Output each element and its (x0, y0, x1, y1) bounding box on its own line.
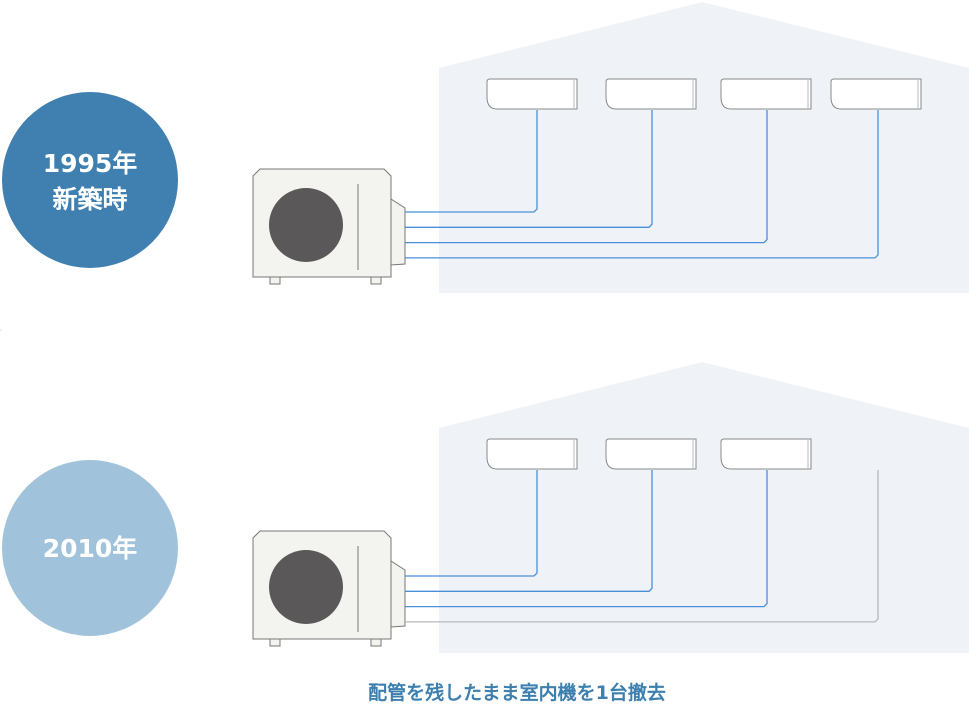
year-sublabel: 新築時 (52, 185, 127, 214)
outdoor-unit (252, 530, 406, 647)
caption: 配管を残したまま室内機を1台撤去 (368, 681, 666, 704)
pipe-removed (405, 470, 879, 623)
indoor-unit-body (486, 78, 578, 110)
indoor-unit-body (720, 78, 812, 110)
house-shape (439, 362, 969, 653)
indoor-unit (720, 438, 812, 470)
indoor-unit-body (830, 78, 922, 110)
fan-icon (269, 188, 343, 262)
indoor-unit (486, 78, 578, 110)
indoor-unit (830, 78, 922, 110)
panel-2010: 2010年 (2, 362, 969, 653)
indoor-unit-body (605, 438, 697, 470)
year-badge (2, 92, 178, 268)
fan-icon (269, 550, 343, 624)
unit-valve-box (390, 198, 406, 266)
unit-valve-box (390, 560, 406, 628)
pipe (405, 110, 538, 213)
indoor-unit-body (486, 438, 578, 470)
pipe (405, 110, 653, 228)
indoor-unit (605, 78, 697, 110)
indoor-unit (720, 78, 812, 110)
pipe (405, 110, 768, 244)
indoor-unit-body (720, 438, 812, 470)
pipe (405, 470, 653, 592)
pipe (405, 470, 538, 577)
year-label: 1995年 (43, 149, 138, 178)
year-badge (2, 460, 178, 636)
house-shape (439, 2, 969, 293)
pipe (405, 470, 768, 608)
pipe (405, 110, 879, 259)
indoor-unit (486, 438, 578, 470)
year-label: 2010年 (43, 534, 138, 563)
indoor-unit (605, 438, 697, 470)
indoor-unit-body (605, 78, 697, 110)
outdoor-unit (252, 168, 406, 285)
